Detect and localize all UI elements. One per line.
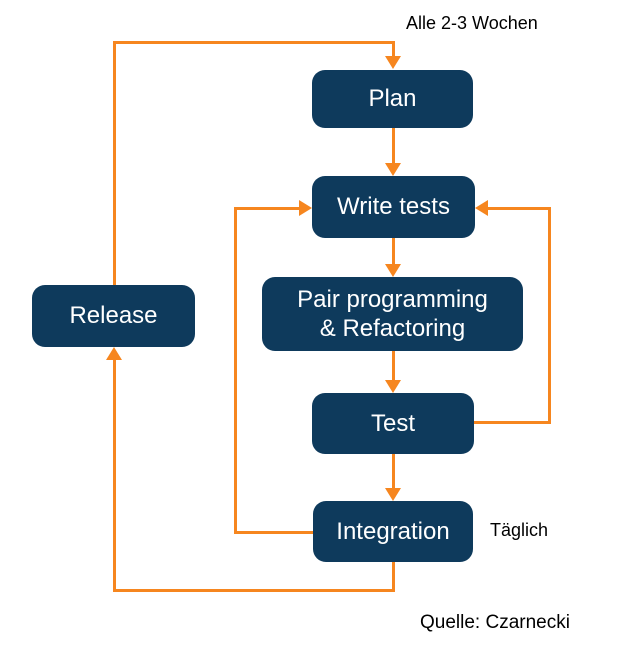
line-segment xyxy=(113,41,116,286)
node-release-label: Release xyxy=(69,302,158,330)
node-pair-programming-label: Pair programming & Refactoring xyxy=(297,285,488,342)
node-release: Release xyxy=(32,285,195,347)
node-test-label: Test xyxy=(370,409,415,437)
arrowhead-left-icon xyxy=(475,200,488,216)
line-segment xyxy=(548,207,551,424)
node-integration: Integration xyxy=(313,501,473,562)
line-segment xyxy=(113,589,395,592)
cycle-label: Alle 2-3 Wochen xyxy=(406,13,538,33)
node-plan-label: Plan xyxy=(368,85,417,113)
arrowhead-down-icon xyxy=(385,488,401,501)
node-plan: Plan xyxy=(312,70,473,128)
line-segment xyxy=(474,421,551,424)
line-segment xyxy=(113,41,395,44)
line-segment xyxy=(392,238,395,265)
node-write-tests: Write tests xyxy=(312,176,475,238)
arrowhead-down-icon xyxy=(385,163,401,176)
arrowhead-right-icon xyxy=(299,200,312,216)
node-test: Test xyxy=(312,393,474,454)
line-segment xyxy=(392,41,395,58)
arrowhead-down-icon xyxy=(385,264,401,277)
line-segment xyxy=(392,562,395,592)
arrowhead-up-icon xyxy=(106,347,122,360)
line-segment xyxy=(392,351,395,380)
line-segment xyxy=(488,207,551,210)
daily-label: Täglich xyxy=(490,520,549,540)
node-write-tests-label: Write tests xyxy=(337,193,450,221)
arrowhead-down-icon xyxy=(385,380,401,393)
line-segment xyxy=(392,454,395,489)
line-segment xyxy=(234,207,237,534)
node-integration-label: Integration xyxy=(336,517,450,545)
source-credit: Quelle: Czarnecki xyxy=(420,612,570,633)
node-pair-programming: Pair programming & Refactoring xyxy=(262,277,523,351)
line-segment xyxy=(234,207,300,210)
line-segment xyxy=(113,358,116,592)
line-segment xyxy=(392,128,395,165)
arrowhead-down-icon xyxy=(385,56,401,69)
line-segment xyxy=(234,531,313,534)
